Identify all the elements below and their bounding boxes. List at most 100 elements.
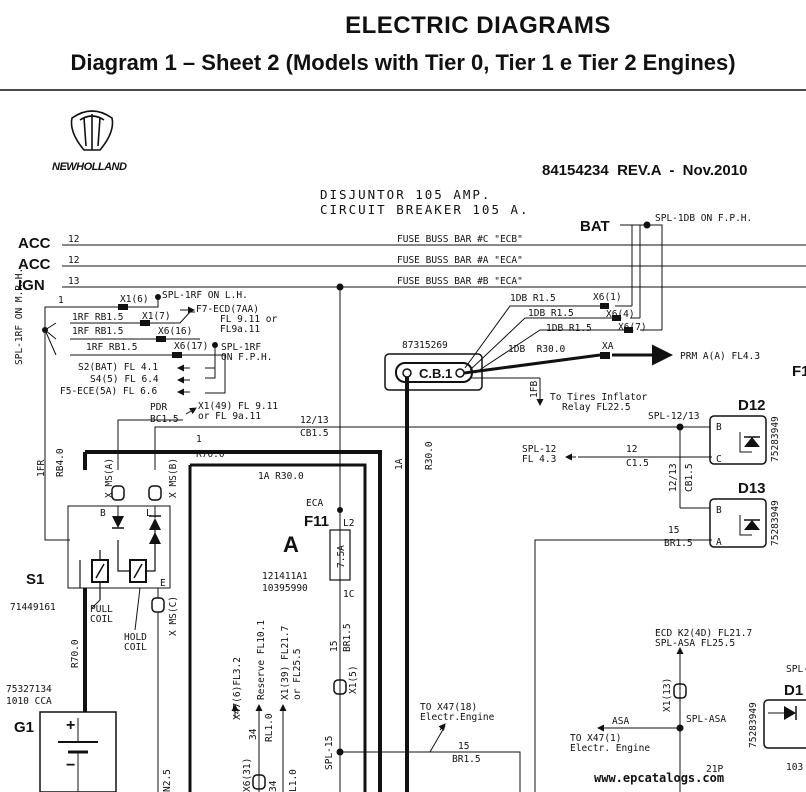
wire-15-br — [340, 751, 521, 792]
left-splice-lh-dot — [155, 294, 161, 300]
diode-d12-body — [709, 415, 767, 465]
s1-diode-1-icon — [112, 516, 124, 528]
wire-15-br-right — [534, 539, 712, 792]
right-br15: BR1.5 — [664, 538, 693, 549]
right-w21p: 21P — [706, 764, 723, 775]
battery-g1-icon — [39, 711, 117, 792]
right-bb: B — [716, 505, 722, 516]
left-w1-label: 1 — [58, 295, 64, 306]
cb-feed-wire-3 — [474, 329, 624, 374]
diode-d12-icon — [744, 437, 760, 447]
breaker-title-line1: DISJUNTOR 105 AMP. — [320, 187, 491, 202]
brand-name: NEWHOLLAND — [52, 161, 127, 173]
connector-x6-4 — [612, 315, 621, 321]
left-w1a2-label: 1A — [394, 458, 405, 470]
cb-1fb-label: 1FB — [529, 381, 540, 398]
right-c15: C1.5 — [626, 458, 649, 469]
left-rb40: RB4.0 — [55, 448, 66, 477]
diode-d1-icon — [784, 706, 796, 720]
right-d12: D12 — [738, 397, 766, 414]
bat-w3-label: 1DB R1.5 — [546, 323, 592, 334]
bottom-l10: L1.0 — [288, 769, 299, 792]
s1-l: L — [146, 508, 152, 519]
s1-diode-2-icon — [149, 518, 161, 530]
left-1213: 12/13 — [300, 415, 329, 426]
right-cb15v: CB1.5 — [684, 463, 695, 492]
bat-x1-label: X6(1) — [593, 292, 622, 303]
s1-hold: HOLD — [124, 632, 147, 643]
right-w12: 12 — [626, 444, 637, 455]
page-title: ELECTRIC DIAGRAMS — [345, 12, 611, 39]
bottom-n25: N2.5 — [162, 769, 173, 792]
right-w103: 103 — [786, 762, 803, 773]
connector-x1-13 — [673, 683, 687, 699]
bus-wire-12a: 12 — [68, 234, 79, 245]
left-x149: X1(49) FL 9.11 — [198, 401, 278, 412]
bottom-w15: 15 — [458, 741, 469, 752]
right-ca: C — [716, 454, 722, 465]
g1-r70: R70.0 — [70, 639, 81, 668]
s1-label: S1 — [26, 571, 44, 588]
left-cb15: CB1.5 — [300, 428, 329, 439]
diode-d13-icon — [744, 520, 760, 530]
f11-fuse-icon — [329, 529, 351, 581]
left-f7b: FL 9.11 or — [220, 314, 277, 325]
connector-ms-a — [111, 485, 125, 501]
s1-internal-wiring — [79, 530, 156, 600]
connector-x1-5 — [333, 679, 347, 695]
s1-diode-3-icon — [149, 532, 161, 544]
left-s2: S2(BAT) FL 4.1 — [78, 362, 158, 373]
f11-br15: BR1.5 — [342, 623, 353, 652]
g1-minus: − — [66, 757, 75, 774]
bus-ign-label: IGN — [18, 277, 45, 294]
right-w1213v: 12/13 — [668, 463, 679, 492]
left-x149b: or FL 9a.11 — [198, 411, 261, 422]
diode-d13-body — [709, 498, 767, 548]
left-x3-label: X6(16) — [158, 326, 192, 337]
right-d1: D1 — [784, 682, 803, 699]
bat-feed-wire-2 — [639, 224, 647, 318]
cb-output-wire — [463, 353, 601, 375]
right-spl1213: SPL-12/13 — [648, 411, 699, 422]
bat-xa-label: XA — [602, 341, 614, 352]
s1-xmsb: X MS(B) — [168, 458, 179, 498]
right-ab: A — [716, 537, 722, 548]
f11-1c: 1C — [343, 589, 354, 600]
left-spl-fph1: SPL-1RF — [221, 342, 261, 353]
pdr-arrow — [185, 407, 197, 415]
right-d13p: 75283949 — [770, 500, 781, 546]
left-splice-mrh-dot — [42, 327, 48, 333]
prm-label: PRM A(A) FL4.3 — [680, 351, 760, 362]
s1-part: 71449161 — [10, 602, 56, 613]
connector-xa — [600, 352, 610, 359]
bat-w30-label: 1DB R30.0 — [508, 344, 565, 355]
bus-eca-b-label: FUSE BUSS BAR #B "ECA" — [397, 276, 523, 287]
left-r30-label: R30.0 — [424, 441, 435, 470]
bottom-w34: 34 — [248, 728, 259, 740]
bat-w1-label: 1DB R1.5 — [510, 293, 556, 304]
bottom-to47a: TO X47(18) — [420, 702, 477, 713]
g1-cca: 1010 CCA — [6, 696, 52, 707]
left-w3-label: 1RF RB1.5 — [72, 326, 123, 337]
right-fl43: FL 4.3 — [522, 454, 556, 465]
right-d12p: 75283949 — [770, 416, 781, 462]
cb-terminal-right — [455, 368, 465, 378]
right-spl-cut: SPL- — [786, 664, 806, 675]
left-fph-branch — [205, 354, 226, 394]
s1-e: E — [160, 578, 166, 589]
s1-pull: PULL — [90, 604, 113, 615]
g1-plus: + — [66, 717, 75, 734]
bus-wire-13: 13 — [68, 276, 79, 287]
page-subtitle: Diagram 1 – Sheet 2 (Models with Tier 0,… — [70, 50, 736, 75]
bottom-br15: BR1.5 — [452, 754, 481, 765]
connector-ms-b — [148, 485, 162, 501]
left-spl-fph2: ON F.P.H. — [221, 352, 272, 363]
f11-eca: ECA — [306, 498, 323, 509]
bat-feed-wire-1 — [647, 224, 663, 330]
left-s4: S4(5) FL 6.4 — [90, 374, 159, 385]
s1-b: B — [100, 508, 106, 519]
epcatalogs-watermark: www.epcatalogs.com — [594, 771, 724, 785]
right-spl12: SPL-12 — [522, 444, 556, 455]
left-fph-branch-3 — [205, 355, 216, 369]
right-ecd1: ECD K2(4D) FL21.7 — [655, 628, 752, 639]
